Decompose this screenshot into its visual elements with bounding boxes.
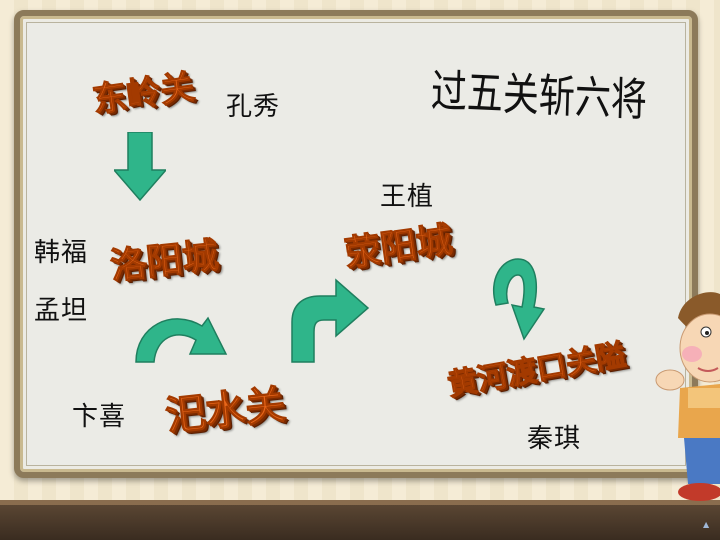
curved-arrow-down-right-icon [135, 316, 228, 363]
curved-arrow-down-icon [492, 258, 546, 341]
watermark-mark: ▲ [703, 520, 710, 529]
down-arrow-icon [114, 132, 166, 202]
general-wang-zhi: 王植 [380, 182, 435, 212]
general-kong-xiu: 孔秀 [226, 92, 281, 122]
general-meng-tan: 孟坦 [34, 296, 89, 326]
slide-title: 过五关斩六将 [430, 66, 648, 127]
blackboard-frame [14, 10, 698, 478]
floor [0, 505, 720, 540]
general-han-fu: 韩福 [34, 238, 89, 268]
floor-edge [0, 500, 720, 506]
general-bian-xi: 卞喜 [72, 402, 127, 432]
blackboard-surface [26, 22, 686, 466]
bent-arrow-up-right-icon [291, 278, 370, 363]
general-qin-qi: 秦琪 [527, 424, 582, 454]
cartoon-boy-illustration [655, 292, 720, 501]
